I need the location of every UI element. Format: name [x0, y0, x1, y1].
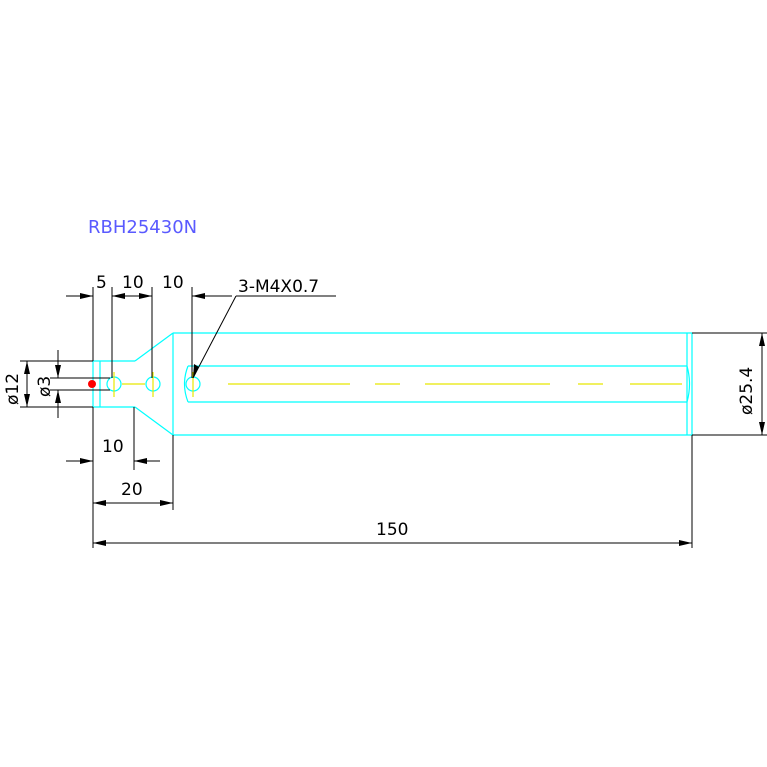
drawing-sheet	[0, 215, 767, 549]
dim-dia-25-4: ø25.4	[737, 367, 757, 415]
part-outline	[92, 332, 693, 436]
thread-callout: 3-M4X0.7	[238, 277, 319, 297]
dim-20: 20	[121, 480, 143, 500]
part-number-title: RBH25430N	[88, 217, 197, 238]
dim-dia-12: ø12	[3, 373, 23, 405]
dim-150: 150	[376, 520, 408, 540]
dim-10-a: 10	[122, 273, 144, 293]
origin-marker	[88, 380, 96, 388]
dim-5: 5	[96, 273, 107, 293]
dim-dia-3: ø3	[35, 376, 55, 397]
dim-10-b: 10	[162, 273, 184, 293]
dim-10-c: 10	[102, 437, 124, 457]
arrowheads	[24, 293, 765, 546]
centerlines	[113, 372, 682, 397]
dimension-lines	[20, 287, 767, 548]
